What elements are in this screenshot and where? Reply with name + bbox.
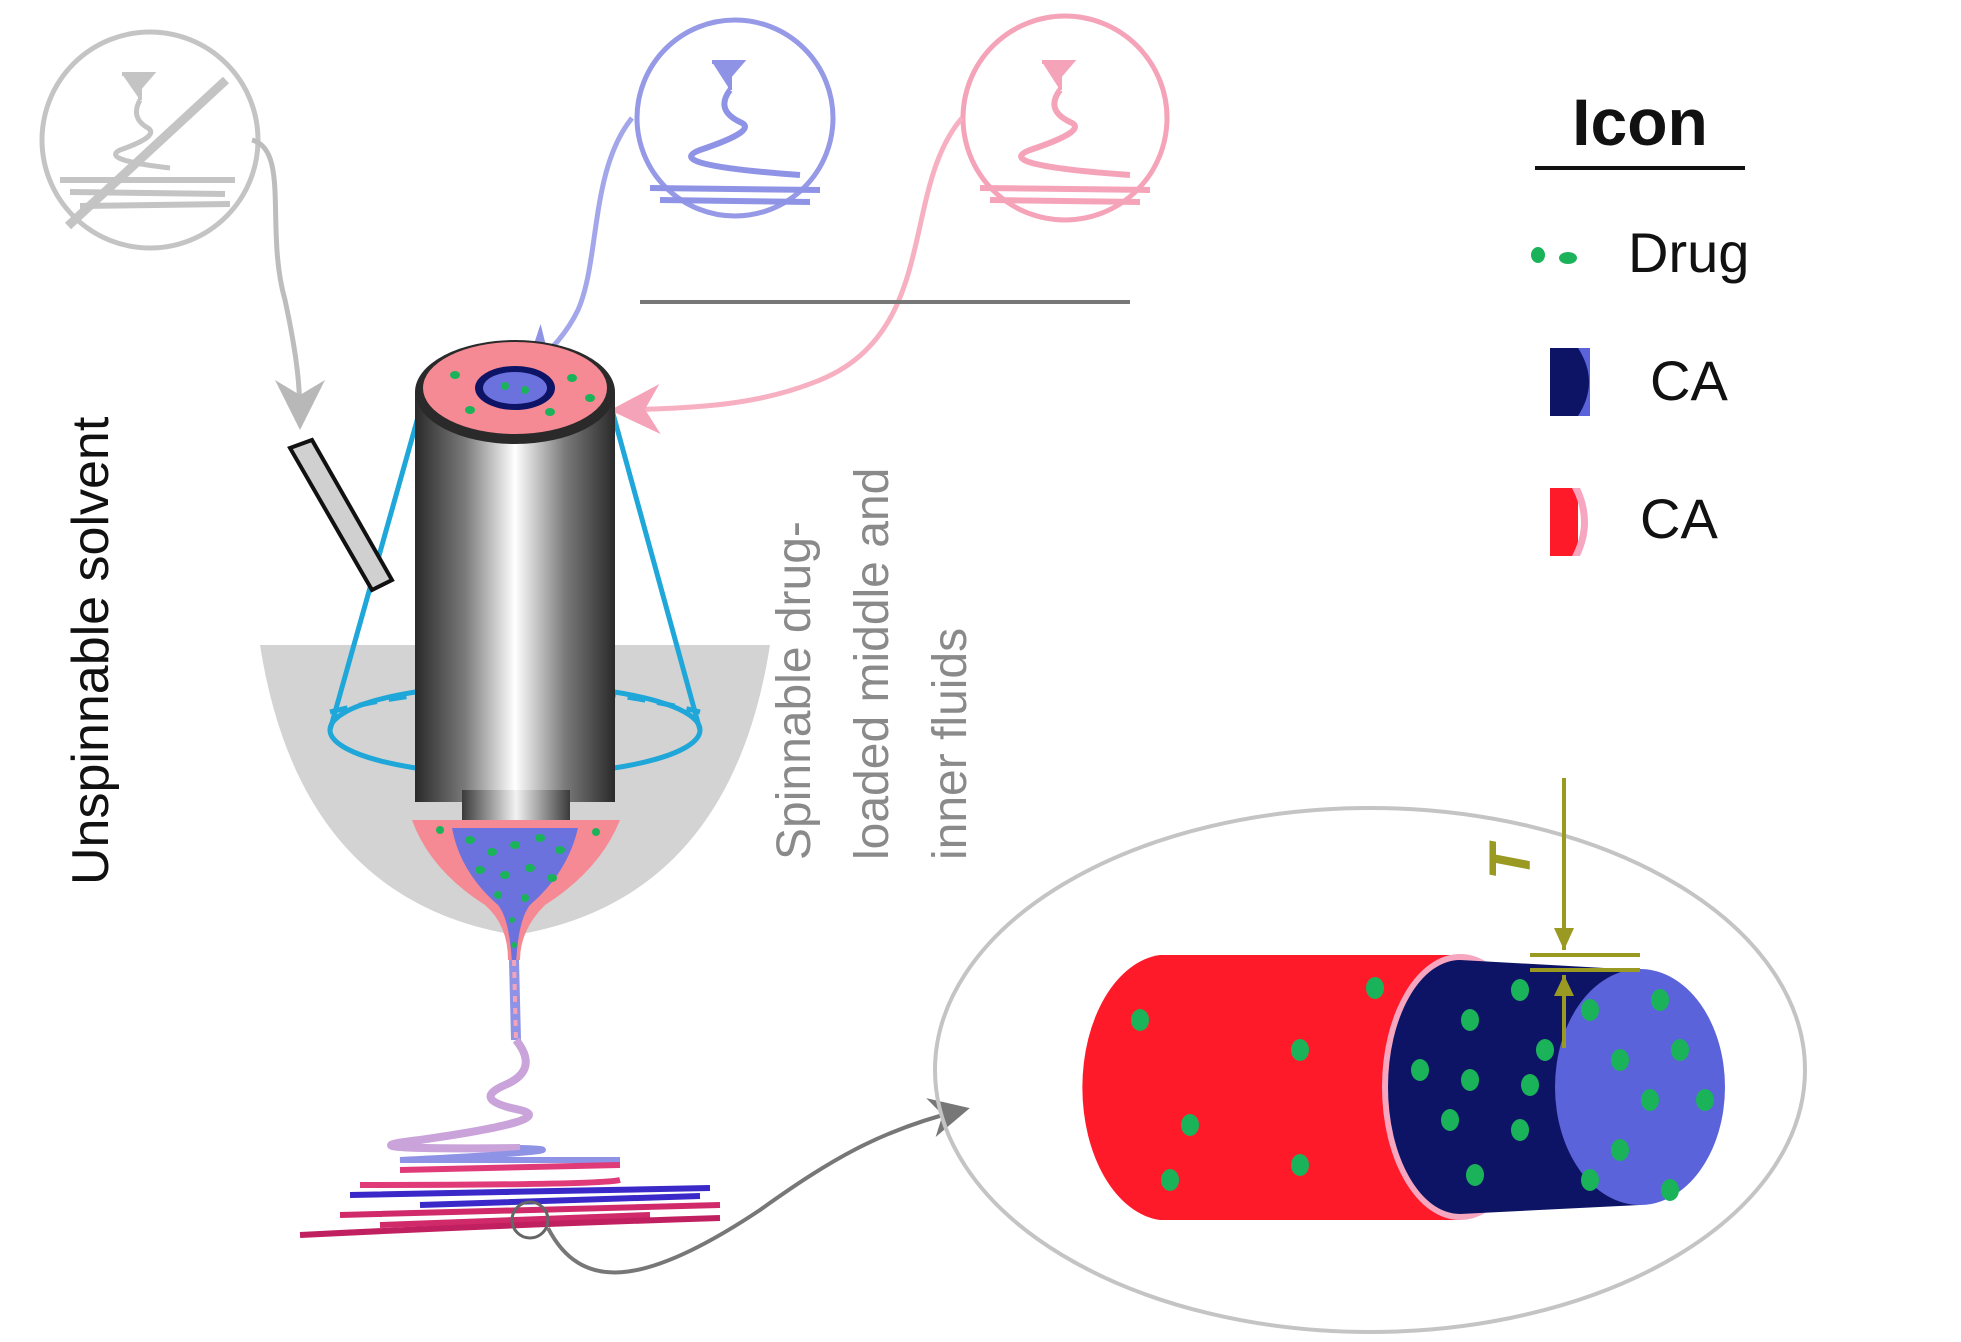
legend-ca-blue-label: CA [1650, 349, 1728, 412]
drug-dots-icon [1531, 247, 1577, 264]
magnify-circle [510, 1200, 550, 1240]
spinnable-label-line3: inner fluids [924, 628, 977, 860]
legend-title: Icon [1572, 85, 1708, 159]
spinnable-label-line2: loaded middle and [846, 468, 899, 860]
ca-blue-segment-icon [1550, 348, 1590, 416]
thickness-label: T [1478, 840, 1543, 880]
legend-ca-red-label: CA [1640, 487, 1718, 550]
middle-fluid-inset [634, 17, 836, 219]
legend-drug-label: Drug [1628, 221, 1749, 284]
fiber-jet [299, 959, 721, 1240]
unspinnable-solvent-label: Unspinnable solvent [62, 416, 120, 885]
spinneret [260, 340, 770, 965]
middle-fluid-arrow [522, 116, 634, 378]
ca-red-segment-icon [1550, 488, 1588, 556]
inner-fluid-arrow [610, 116, 964, 434]
unspinnable-inset [39, 29, 261, 251]
spinnable-label-line1: Spinnable drug- [768, 521, 821, 860]
fiber-cross-section [933, 778, 1807, 1334]
inner-fluid-inset [960, 13, 1170, 223]
magnify-arrow [546, 1098, 970, 1275]
unspinnable-arrow [251, 137, 325, 430]
legend: Icon Drug CA CA [1531, 85, 1749, 556]
spinnable-fluids-label: Spinnable drug- loaded middle and inner … [768, 468, 977, 860]
